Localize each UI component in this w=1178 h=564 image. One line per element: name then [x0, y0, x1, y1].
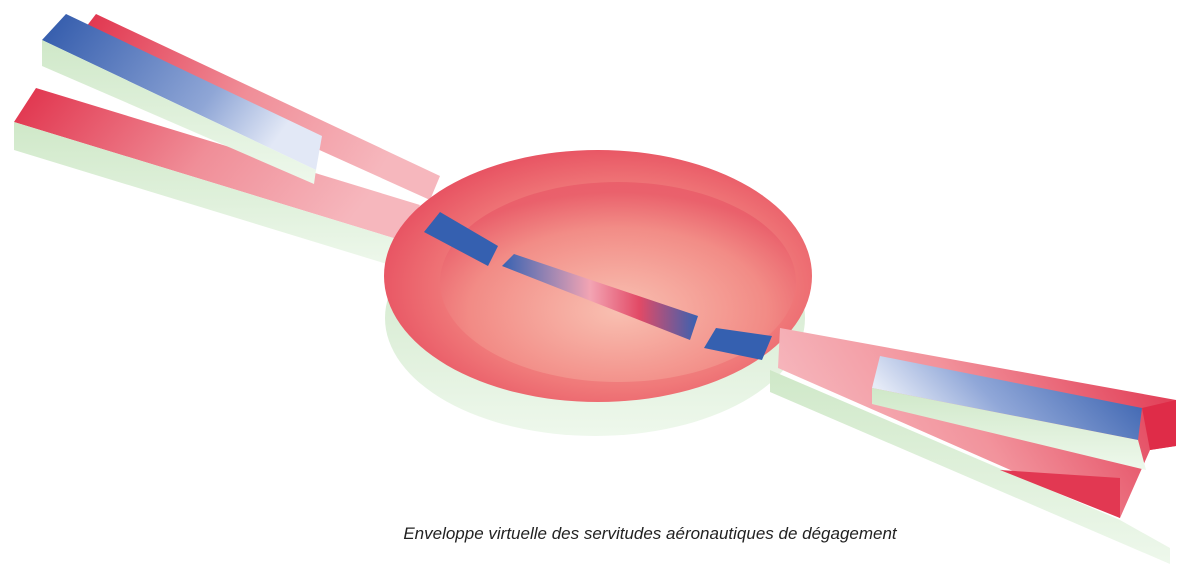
figure-caption: Enveloppe virtuelle des servitudes aéron…	[0, 524, 1178, 544]
left-approach-surface	[14, 14, 440, 268]
